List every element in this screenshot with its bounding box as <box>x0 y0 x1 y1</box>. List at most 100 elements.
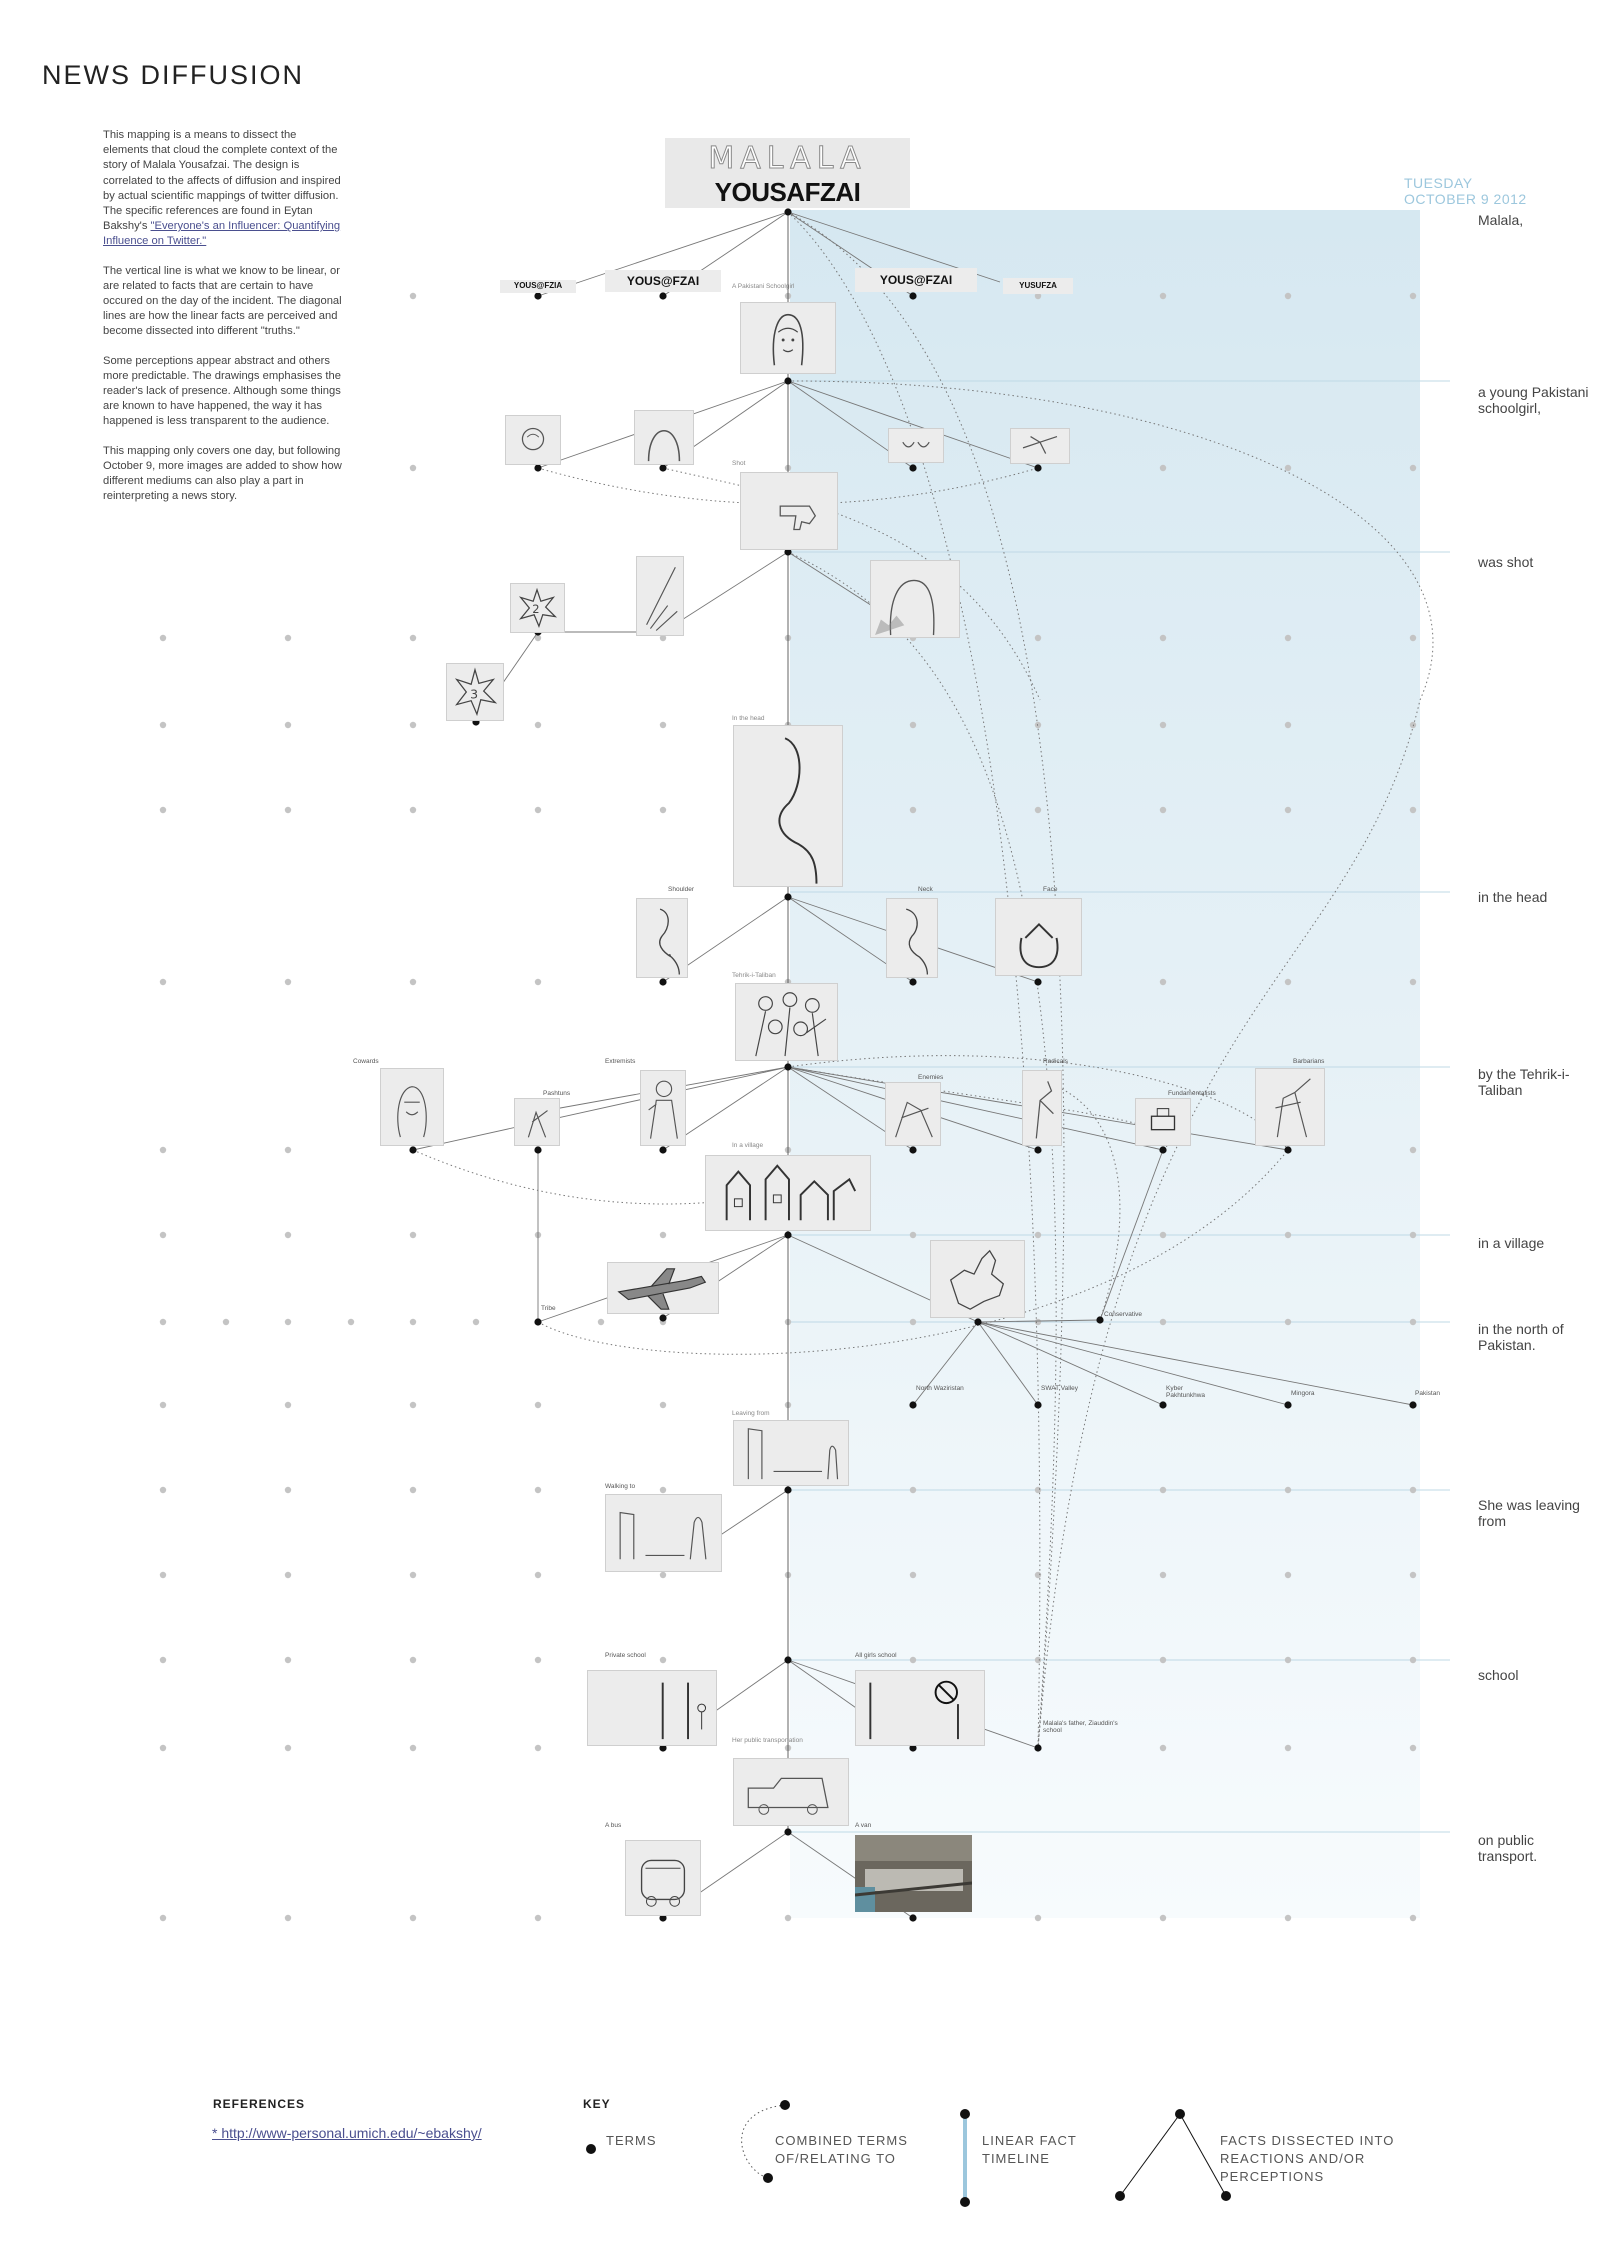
term-node <box>784 548 792 556</box>
term-node <box>1034 1744 1042 1752</box>
term-node <box>659 1914 667 1922</box>
label-radicals: Radicals <box>1043 1058 1068 1065</box>
grid-dot <box>159 1146 167 1154</box>
grid-dot <box>159 1571 167 1579</box>
grid-dot <box>534 806 542 814</box>
grid-dot <box>1409 292 1417 300</box>
intro-reference-link[interactable]: "Everyone's an Influencer: Quantifying I… <box>103 220 341 248</box>
term-node <box>409 1146 417 1154</box>
grid-dot <box>347 1318 355 1326</box>
grid-dot <box>659 1656 667 1664</box>
grid-dot <box>1409 1571 1417 1579</box>
grid-dot <box>1034 292 1042 300</box>
header-handwritten-name: MALALA <box>708 141 867 177</box>
sketch-lips <box>888 428 944 463</box>
grid-dot <box>409 634 417 642</box>
term-node <box>784 1656 792 1664</box>
sketch-explosion-2: 2 <box>510 583 565 633</box>
grid-dot <box>534 1401 542 1409</box>
grid-dot <box>159 1914 167 1922</box>
grid-dot <box>1159 634 1167 642</box>
key-combined-node-bottom <box>763 2173 773 2183</box>
grid-dot <box>409 1401 417 1409</box>
term-node <box>659 464 667 472</box>
grid-dot <box>159 1401 167 1409</box>
fact-village: in a village <box>1478 1235 1545 1251</box>
term-node <box>659 1744 667 1752</box>
grid-dot <box>1409 978 1417 986</box>
grid-dot <box>222 1318 230 1326</box>
grid-dot <box>534 978 542 986</box>
fact-taliban: by the Tehrik-i-Taliban <box>1478 1066 1570 1098</box>
term-node <box>1159 1401 1167 1409</box>
sketch-radicals <box>1022 1070 1062 1146</box>
key-heading: KEY <box>583 2097 611 2111</box>
combined-curve-10 <box>537 1149 1289 1355</box>
term-node <box>1034 978 1042 986</box>
term-node <box>784 377 792 385</box>
key-combined-curve <box>741 2104 786 2179</box>
grid-dot <box>1284 1914 1292 1922</box>
grid-dot <box>159 634 167 642</box>
grid-dot <box>1159 1744 1167 1752</box>
grid-dot <box>534 1744 542 1752</box>
label-swat-valley: SWAT Valley <box>1041 1385 1078 1392</box>
key-linear-node-bottom <box>960 2197 970 2207</box>
label-fathers-school: Malala's father, Ziauddin's school <box>1043 1720 1123 1734</box>
key-term-node <box>586 2144 596 2154</box>
term-node <box>534 1146 542 1154</box>
grid-dot <box>1159 464 1167 472</box>
grid-dot <box>1159 978 1167 986</box>
grid-dot <box>1284 1318 1292 1326</box>
grid-dot <box>784 1914 792 1922</box>
reference-link[interactable]: * http://www-personal.umich.edu/~ebakshy… <box>212 2125 482 2141</box>
fact-leaving: She was leaving from <box>1478 1497 1580 1529</box>
term-node <box>1284 1146 1292 1154</box>
label-shoulder: Shoulder <box>668 886 695 893</box>
key-dissect-node-left <box>1115 2191 1125 2201</box>
term-nodes <box>409 208 1417 1922</box>
grid-dot <box>159 806 167 814</box>
key-terms-label: TERMS <box>606 2133 657 2148</box>
grid-dot <box>284 1744 292 1752</box>
fact-malala: Malala, <box>1478 212 1524 228</box>
label-all-girls-school: All girls school <box>855 1652 897 1659</box>
label-cowards: Cowards <box>353 1058 379 1065</box>
term-node <box>1096 1316 1104 1324</box>
term-node <box>909 464 917 472</box>
sketch-bird <box>1010 428 1070 464</box>
grid-dot <box>1284 1231 1292 1239</box>
link-taliban-1 <box>412 1066 789 1151</box>
label-barbarians: Barbarians <box>1293 1058 1325 1065</box>
combined-curve-4 <box>787 211 1041 1749</box>
grid-dot <box>1409 1231 1417 1239</box>
label-pakistan: Pakistan <box>1415 1390 1440 1397</box>
term-node <box>659 1314 667 1322</box>
key-dissect-left <box>1119 2113 1181 2197</box>
grid-dot <box>409 1914 417 1922</box>
grid-dot <box>284 1914 292 1922</box>
sketch-cowards <box>380 1068 444 1146</box>
grid-dot <box>1159 721 1167 729</box>
svg-text:3: 3 <box>470 687 478 702</box>
grid-dot <box>1284 1571 1292 1579</box>
grid-dot <box>1159 292 1167 300</box>
grid-dot <box>1284 292 1292 300</box>
label-public-transport: Her public transportation <box>732 1737 803 1744</box>
label-shot: Shot <box>732 460 746 467</box>
link-conservative <box>1099 1149 1164 1321</box>
grid-dot <box>1284 1656 1292 1664</box>
sketch-gun <box>740 472 838 550</box>
grid-dot <box>1284 806 1292 814</box>
sketch-walking-to <box>605 1494 722 1572</box>
combined-curve-2 <box>787 380 1434 1749</box>
grid-dot <box>409 1486 417 1494</box>
label-taliban: Tehrik-i-Taliban <box>732 972 776 979</box>
term-node <box>659 292 667 300</box>
key-combined-node-top <box>780 2100 790 2110</box>
grid-dot <box>1409 464 1417 472</box>
label-neck: Neck <box>918 886 933 893</box>
fact-shot: was shot <box>1478 554 1534 570</box>
name-variant-1-text: YOUS@FZIA <box>513 281 563 290</box>
